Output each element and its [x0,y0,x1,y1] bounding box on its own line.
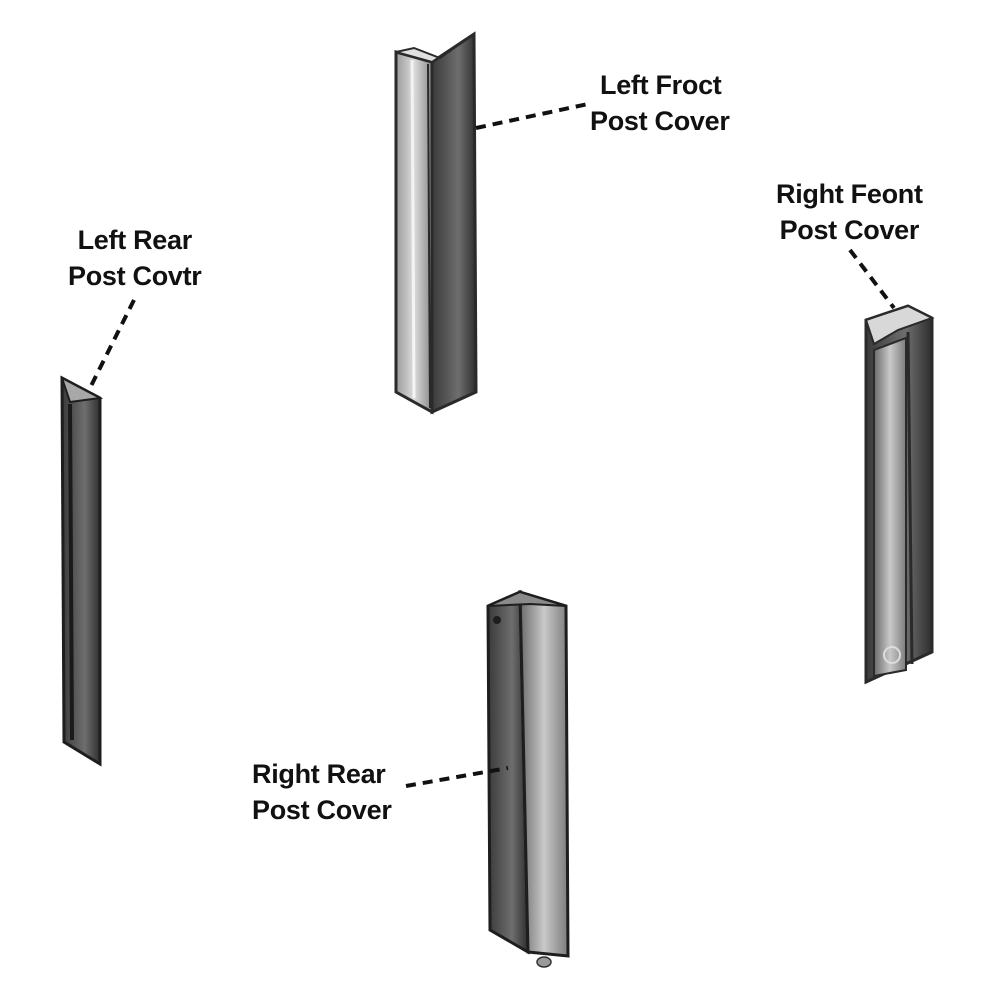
leader-right-rear [405,766,509,788]
label-left-front-line1: Left Froct [600,70,722,100]
label-right-front-line1: Right Feont [776,179,923,209]
right-front-post-cover [864,304,935,685]
label-left-rear-line1: Left Rear [77,225,193,255]
leader-left-rear [88,299,136,389]
label-right-front-post-cover: Right Feont Post Cover [776,176,923,248]
left-rear-post-cover [60,375,104,767]
label-right-rear-post-cover: Right Rear Post Cover [252,756,392,828]
label-left-front-line2: Post Cover [590,106,730,136]
right-rear-post-cover [486,589,570,968]
label-left-rear-line2: Post Covtr [68,261,202,291]
label-right-rear-line2: Post Cover [252,795,392,825]
left-front-post-cover [394,31,478,415]
label-right-front-line2: Post Cover [779,215,920,245]
label-left-front-post-cover: Left Froct Post Cover [590,67,730,139]
label-left-rear-post-cover: Left Rear Post Covtr [68,222,202,294]
leader-right-front [848,248,896,310]
leader-left-front [475,102,589,130]
label-right-rear-line1: Right Rear [252,759,386,789]
